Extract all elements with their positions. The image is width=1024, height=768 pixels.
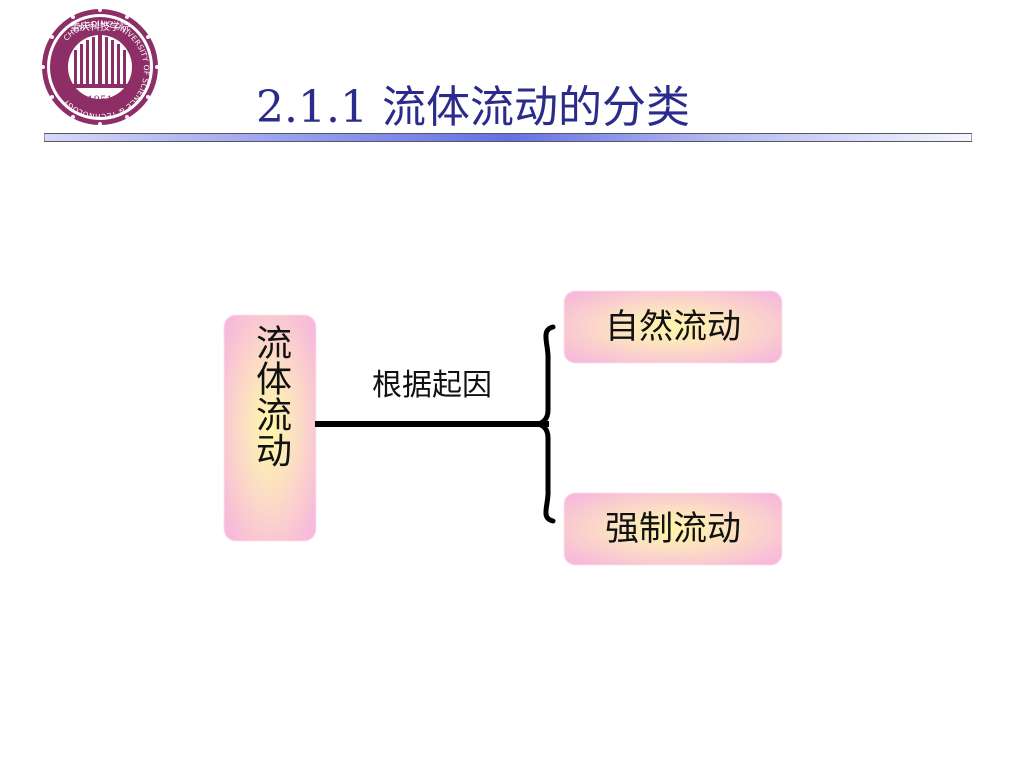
page-title: 2.1.1 流体流动的分类: [256, 82, 690, 133]
university-logo: CHONGQING UNIVERSITY OF SCIENCE & TECHNO…: [41, 8, 159, 126]
root-label: 流体流动: [250, 324, 291, 468]
logo-seal: CHONGQING UNIVERSITY OF SCIENCE & TECHNO…: [41, 8, 159, 126]
curly-brace: [535, 324, 556, 524]
title-underline: [44, 133, 972, 142]
svg-text:重庆科技学院: 重庆科技学院: [70, 20, 130, 33]
forced-flow-label: 强制流动: [605, 509, 741, 549]
natural-flow-box: [564, 291, 782, 363]
natural-flow-label: 自然流动: [605, 307, 741, 347]
forced-flow-box: [564, 493, 782, 565]
criterion-label: 根据起因: [372, 368, 492, 403]
root-box: [224, 315, 316, 541]
svg-text:1951: 1951: [87, 95, 112, 106]
logo-building-icon: [70, 35, 130, 88]
